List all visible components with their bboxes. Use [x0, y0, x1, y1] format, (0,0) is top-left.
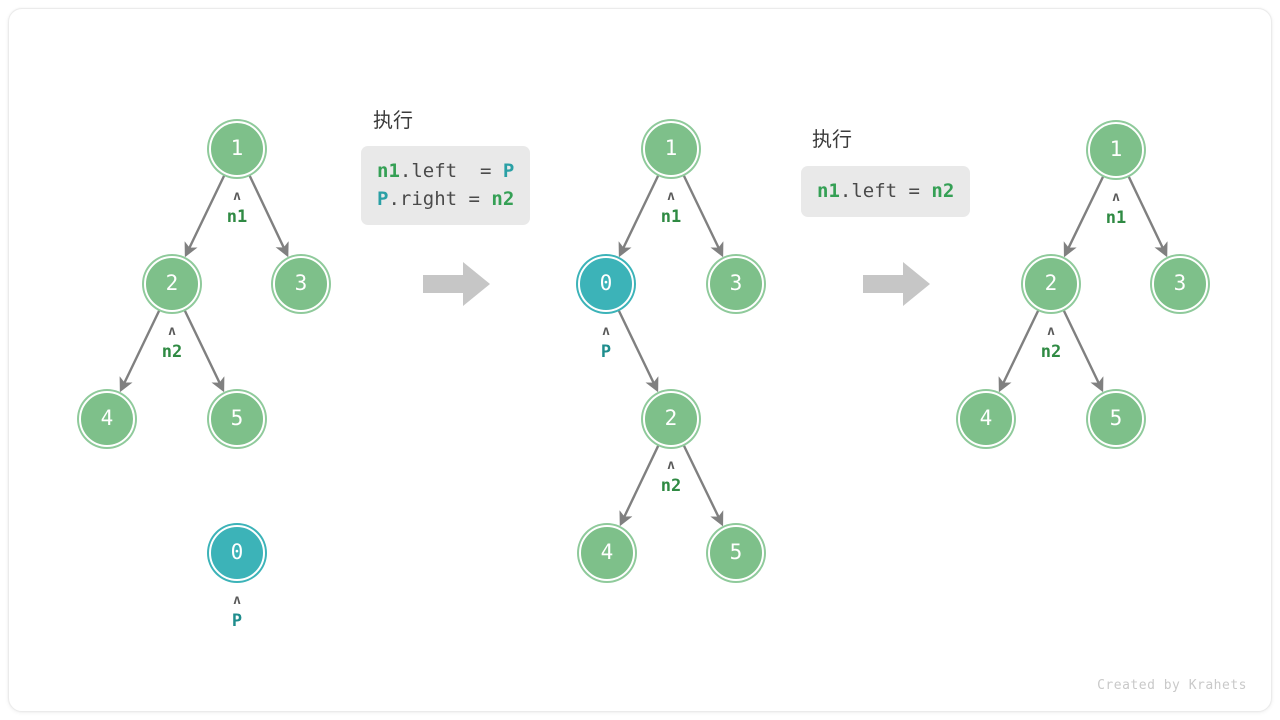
- pointer-name: n1: [1105, 208, 1127, 228]
- tree-node-4: 4: [958, 391, 1014, 447]
- pointer-label-n1: ʌ n1: [636, 189, 706, 227]
- tree-node-2: 2: [1023, 256, 1079, 312]
- edge-group: [119, 174, 1168, 527]
- flow-arrow-icon: [863, 261, 931, 312]
- tree-edge: [998, 309, 1040, 393]
- code-identifier: n2: [491, 188, 515, 210]
- tree-node-3: 3: [708, 256, 764, 312]
- tree-node-2: 2: [643, 391, 699, 447]
- node-value: 2: [1044, 270, 1058, 295]
- pointer-caret-icon: ʌ: [1112, 190, 1120, 205]
- pointer-label-n2: ʌ n2: [137, 324, 207, 362]
- tree-edge: [682, 174, 724, 258]
- pointer-caret-icon: ʌ: [602, 324, 610, 339]
- code-identifier: P: [377, 188, 389, 210]
- node-value: 4: [600, 539, 614, 564]
- node-value: 0: [230, 539, 244, 564]
- tree-node-0: 0: [209, 525, 265, 581]
- code-operator: .right =: [388, 188, 492, 210]
- tree-node-5: 5: [708, 525, 764, 581]
- pointer-name: n2: [1040, 342, 1062, 362]
- tree-edge: [619, 444, 660, 527]
- tree-edge: [184, 174, 226, 258]
- tree-edge: [682, 444, 724, 527]
- code-line: n1.left = n2: [817, 177, 954, 205]
- node-value: 4: [979, 405, 993, 430]
- node-value: 2: [664, 405, 678, 430]
- node-value: 5: [1109, 405, 1123, 430]
- code-identifier: P: [502, 160, 515, 182]
- code-operator: .left =: [399, 160, 503, 182]
- pointer-name: P: [600, 342, 612, 362]
- tree-node-1: 1: [643, 121, 699, 177]
- tree-node-4: 4: [579, 525, 635, 581]
- code-snippet-box: n1.left = n2: [801, 166, 971, 217]
- step-caption: 执行: [812, 129, 852, 151]
- tree-node-4: 4: [79, 391, 135, 447]
- pointer-name: n1: [660, 207, 682, 227]
- pointer-name: n2: [660, 476, 682, 496]
- tree-edges-layer: [119, 174, 1168, 527]
- tree-edge: [1062, 309, 1104, 393]
- node-value: 3: [729, 270, 743, 295]
- node-value: 3: [1173, 270, 1187, 295]
- code-operator: .left =: [839, 180, 932, 202]
- pointer-caret-icon: ʌ: [667, 458, 675, 473]
- pointer-label-n2: ʌ n2: [636, 458, 706, 496]
- pointer-name: n1: [226, 207, 248, 227]
- pointer-caret-icon: ʌ: [233, 189, 241, 204]
- node-value: 3: [294, 270, 308, 295]
- tree-node-1: 1: [209, 121, 265, 177]
- pointer-caret-icon: ʌ: [168, 324, 176, 339]
- tree-node-0: 0: [578, 256, 634, 312]
- tree-edge: [1127, 175, 1168, 258]
- pointer-label-n1: ʌ n1: [202, 189, 272, 227]
- step-caption: 执行: [373, 110, 413, 132]
- tree-edge: [618, 174, 660, 258]
- code-identifier: n1: [377, 160, 400, 182]
- footer-credit: Created by Krahets: [1097, 678, 1247, 693]
- tree-edge: [119, 309, 161, 393]
- pointer-caret-icon: ʌ: [1047, 324, 1055, 339]
- tree-node-5: 5: [1088, 391, 1144, 447]
- flow-arrow-icon: [423, 261, 491, 312]
- tree-edge: [183, 309, 225, 393]
- node-value: 4: [100, 405, 114, 430]
- node-value: 5: [230, 405, 244, 430]
- code-line: P.right = n2: [377, 185, 514, 213]
- tree-edge: [617, 309, 659, 393]
- tree-node-1: 1: [1088, 122, 1144, 178]
- node-value: 0: [599, 270, 613, 295]
- code-identifier: n1: [817, 180, 840, 202]
- tree-edge: [1063, 175, 1105, 258]
- pointer-name: P: [231, 611, 243, 631]
- pointer-caret-icon: ʌ: [233, 593, 241, 608]
- tree-edge: [248, 174, 289, 258]
- pointer-caret-icon: ʌ: [667, 189, 675, 204]
- tree-node-3: 3: [1152, 256, 1208, 312]
- code-line: n1.left = P: [377, 157, 514, 185]
- node-value: 2: [165, 270, 179, 295]
- tree-node-2: 2: [144, 256, 200, 312]
- node-value: 1: [664, 135, 678, 160]
- node-value: 1: [230, 135, 244, 160]
- code-identifier: n2: [931, 180, 955, 202]
- tree-node-3: 3: [273, 256, 329, 312]
- node-value: 1: [1109, 136, 1123, 161]
- pointer-label-n2: ʌ n2: [1016, 324, 1086, 362]
- pointer-label-n1: ʌ n1: [1081, 190, 1151, 228]
- tree-node-5: 5: [209, 391, 265, 447]
- pointer-name: n2: [161, 342, 183, 362]
- node-value: 5: [729, 539, 743, 564]
